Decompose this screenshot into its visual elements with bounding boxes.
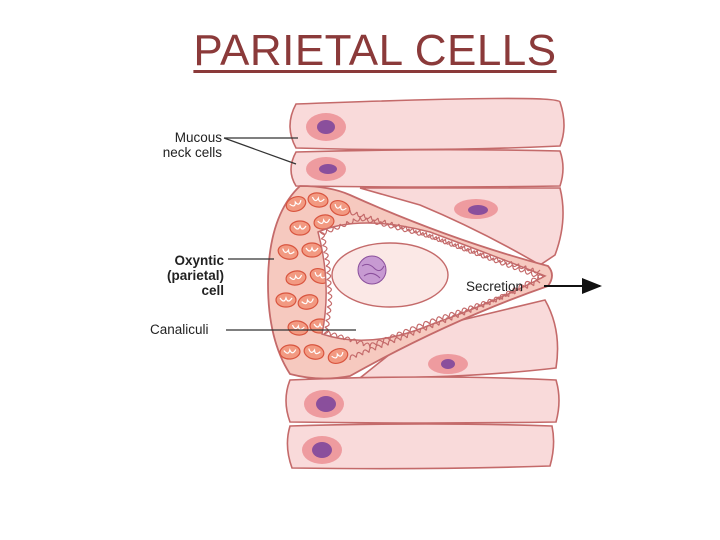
oxyntic-cell-label: Oxyntic (parietal) cell: [140, 253, 224, 298]
chief-cell-lower-1: [285, 376, 560, 424]
cell-nuclei: [302, 113, 498, 464]
mucous-neck-cell-top: [289, 97, 565, 151]
secretion-label: Secretion: [466, 279, 524, 294]
mucous-neck-label: Mucous neck cells: [140, 130, 222, 160]
mitochondrion: [303, 344, 325, 360]
oxyntic-label-line3: cell: [201, 283, 224, 298]
page-title: PARIETAL CELLS: [193, 26, 557, 75]
oxyntic-label-line1: Oxyntic: [174, 253, 224, 268]
microvilli-row: [319, 231, 333, 335]
mitochondrion: [297, 294, 319, 310]
nucleus-2: [306, 157, 346, 181]
neighbour-cells: [285, 97, 565, 470]
mucous-label-line2: neck cells: [162, 145, 222, 160]
oxyntic-label-line2: (parietal): [166, 268, 224, 283]
mitochondrion: [307, 192, 329, 208]
nucleus-6: [302, 436, 342, 464]
mitochondrion: [329, 199, 351, 217]
mitochondrion: [301, 242, 323, 258]
mucous-label-line1: Mucous: [174, 130, 222, 145]
microvilli-row: [349, 280, 541, 361]
cytoplasm-region: [331, 242, 449, 308]
nucleus-1: [306, 113, 346, 141]
mucous-neck-cell-lower: [290, 148, 564, 188]
mitochondrion: [289, 220, 311, 236]
nucleus: [357, 255, 387, 285]
canaliculi-microvilli: [319, 209, 545, 361]
mitochondrion: [285, 195, 307, 213]
mitochondrion: [277, 244, 299, 260]
mucous-leader-2: [223, 137, 297, 165]
microvilli-row: [323, 274, 545, 349]
mitochondrion: [285, 270, 307, 286]
nucleus-3: [454, 199, 498, 219]
nucleus-4: [428, 354, 468, 374]
leader-lines: [223, 137, 356, 331]
mitochondrion: [279, 344, 301, 360]
mitochondrion: [275, 292, 297, 308]
chief-cell-lower-2: [286, 423, 555, 470]
nucleus-5: [304, 390, 344, 418]
microvilli-row: [349, 209, 541, 274]
mitochondrion: [327, 347, 349, 365]
mitochondria: [275, 192, 351, 365]
canaliculi-label: Canaliculi: [150, 322, 209, 337]
